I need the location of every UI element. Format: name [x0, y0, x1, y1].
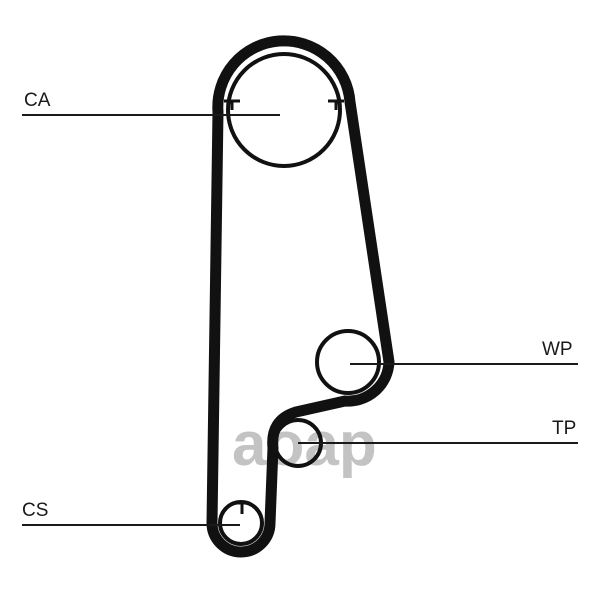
water-pump-pulley — [315, 329, 381, 395]
timing-belt — [206, 35, 395, 558]
label-water-pump: WP — [542, 339, 573, 360]
timing-marks — [224, 99, 344, 514]
label-crankshaft: CS — [22, 500, 48, 521]
label-tensioner: TP — [552, 418, 576, 439]
camshaft-pulley — [226, 52, 342, 168]
label-camshaft: CA — [24, 90, 51, 111]
